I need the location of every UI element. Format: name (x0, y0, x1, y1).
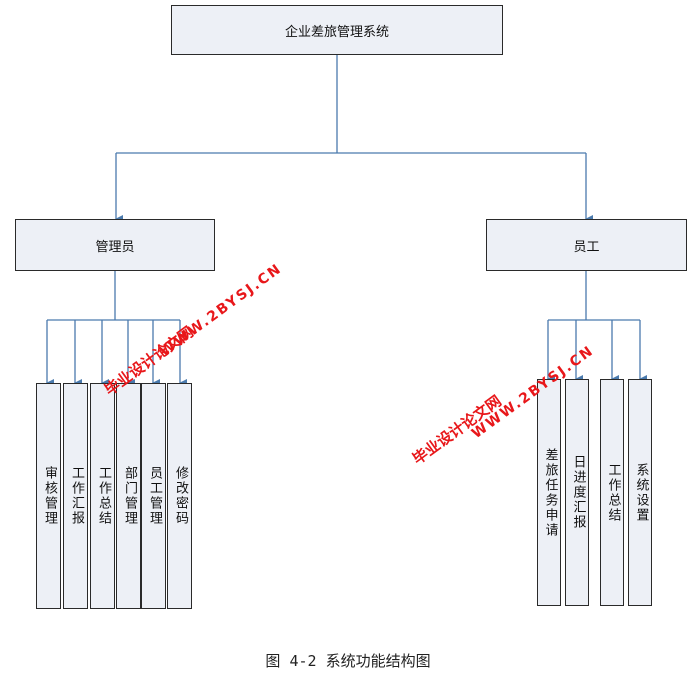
admin-node-label: 管理员 (95, 239, 135, 255)
admin-child-node: 员工管理 (141, 383, 166, 609)
staff-node-label: 员工 (573, 239, 600, 255)
admin-child-label: 员工管理 (146, 466, 162, 526)
admin-node: 管理员 (15, 219, 215, 271)
staff-child-label: 系统设置 (633, 462, 649, 523)
admin-child-node: 部门管理 (116, 383, 141, 609)
admin-child-node: 工作汇报 (63, 383, 88, 609)
staff-child-node: 日进度汇报 (565, 379, 589, 606)
staff-child-label: 差旅任务申请 (542, 447, 558, 538)
admin-child-node: 工作总结 (90, 383, 115, 609)
staff-child-label: 工作总结 (605, 462, 621, 523)
root-node-label: 企业差旅管理系统 (284, 24, 389, 40)
admin-child-label: 部门管理 (121, 466, 137, 526)
staff-child-node: 系统设置 (628, 379, 652, 606)
staff-child-label: 日进度汇报 (570, 455, 586, 530)
staff-node: 员工 (486, 219, 687, 271)
admin-child-node: 审核管理 (36, 383, 61, 609)
staff-child-node: 工作总结 (600, 379, 624, 606)
staff-child-node: 差旅任务申请 (537, 379, 561, 606)
root-node: 企业差旅管理系统 (171, 5, 503, 55)
admin-child-label: 工作汇报 (68, 466, 84, 526)
admin-child-label: 审核管理 (41, 466, 57, 526)
figure-caption: 图 4-2 系统功能结构图 (265, 652, 431, 670)
admin-child-node: 修改密码 (167, 383, 192, 609)
admin-child-label: 修改密码 (172, 466, 188, 526)
admin-child-label: 工作总结 (95, 466, 111, 526)
